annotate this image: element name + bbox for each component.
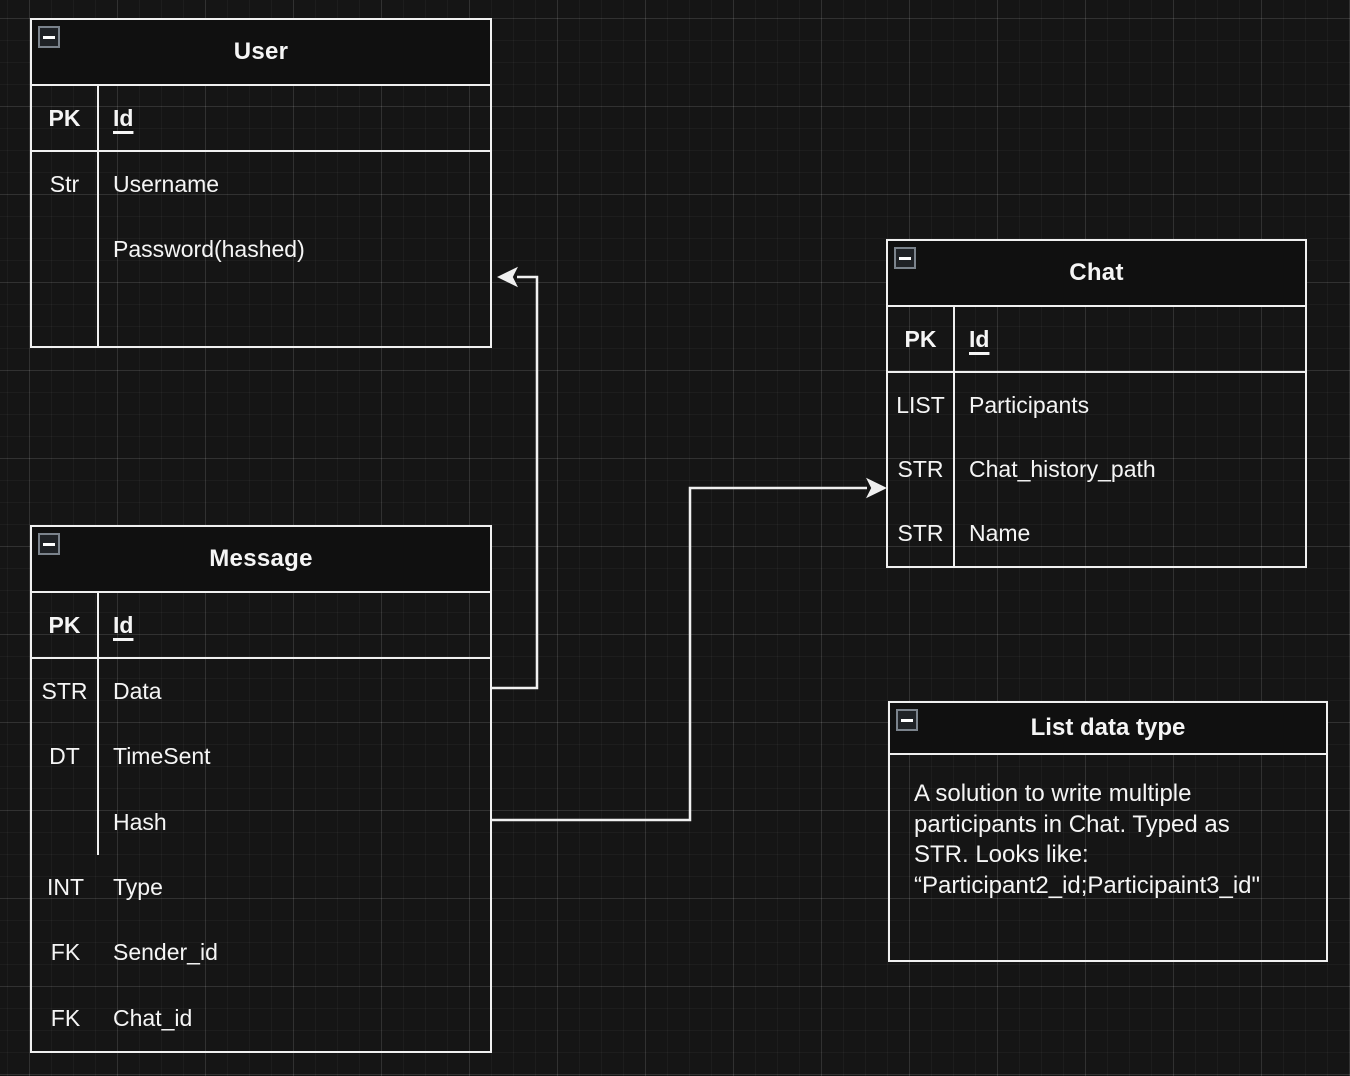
- note-title: List data type: [1030, 714, 1186, 741]
- table-row[interactable]: PK Id: [888, 307, 1305, 373]
- field-type[interactable]: STR: [41, 678, 88, 705]
- entity-message[interactable]: Message PK Id STR DT: [30, 525, 492, 1053]
- entity-user[interactable]: User PK Id Str Usern: [30, 18, 492, 348]
- field-name[interactable]: TimeSent: [113, 743, 211, 770]
- connector-message-chat[interactable]: [492, 486, 867, 822]
- field-name-empty: [99, 281, 490, 346]
- table-row[interactable]: PK Id: [32, 593, 490, 659]
- table-row[interactable]: STR DT Data TimeSent Hash: [32, 659, 490, 855]
- collapse-button[interactable]: [38, 26, 60, 48]
- field-name[interactable]: Type: [113, 874, 163, 901]
- field-name[interactable]: Chat_history_path: [969, 455, 1156, 482]
- field-name[interactable]: Chat_id: [113, 1004, 193, 1031]
- field-name[interactable]: Participants: [969, 391, 1090, 418]
- field-type[interactable]: Str: [49, 170, 80, 197]
- field-name[interactable]: Id: [113, 104, 134, 131]
- field-name[interactable]: Username: [113, 170, 220, 197]
- field-name[interactable]: Hash: [113, 808, 167, 835]
- arrowhead-into-user-icon: [497, 266, 518, 288]
- field-type[interactable]: DT: [49, 743, 80, 770]
- field-type[interactable]: FK: [50, 939, 81, 966]
- field-name[interactable]: Password(hashed): [113, 235, 305, 262]
- field-type[interactable]: PK: [904, 325, 937, 352]
- field-type-empty: [32, 281, 97, 346]
- entity-title: Chat: [1069, 259, 1124, 286]
- table-row[interactable]: INT FK FK Type Sender_id Chat_id: [32, 855, 490, 1051]
- field-name[interactable]: Name: [969, 520, 1031, 547]
- table-row[interactable]: PK Id: [32, 86, 490, 152]
- field-type[interactable]: [32, 217, 97, 282]
- collapse-button[interactable]: [894, 247, 916, 269]
- entity-title: User: [233, 38, 289, 65]
- minus-icon: [901, 718, 913, 722]
- table-row[interactable]: Str Username Password(hashed): [32, 152, 490, 346]
- field-type[interactable]: PK: [48, 611, 81, 638]
- entity-chat-titlebar[interactable]: Chat: [888, 241, 1305, 307]
- minus-icon: [899, 256, 911, 260]
- field-type[interactable]: LIST: [896, 391, 945, 418]
- field-type[interactable]: STR: [897, 520, 944, 547]
- field-type[interactable]: INT: [46, 874, 85, 901]
- minus-icon: [43, 35, 55, 39]
- entity-user-titlebar[interactable]: User: [32, 20, 490, 86]
- collapse-button[interactable]: [896, 709, 918, 731]
- note-body-text: A solution to write multiple participant…: [914, 780, 1261, 899]
- field-type[interactable]: STR: [897, 455, 944, 482]
- field-name[interactable]: Id: [113, 611, 134, 638]
- field-type[interactable]: [32, 790, 97, 855]
- connector-message-user[interactable]: [492, 275, 539, 690]
- entity-title: Message: [209, 545, 313, 572]
- table-row[interactable]: LIST STR STR Participants Chat_history_p…: [888, 373, 1305, 566]
- field-name[interactable]: Data: [113, 678, 162, 705]
- arrowhead-into-chat-icon: [866, 477, 887, 499]
- entity-message-titlebar[interactable]: Message: [32, 527, 490, 593]
- field-name[interactable]: Sender_id: [113, 939, 218, 966]
- collapse-button[interactable]: [38, 533, 60, 555]
- note-titlebar[interactable]: List data type: [890, 703, 1326, 755]
- entity-chat[interactable]: Chat PK Id LIST STR STR: [886, 239, 1307, 568]
- note-list-data-type[interactable]: List data type A solution to write multi…: [888, 701, 1328, 962]
- field-type[interactable]: PK: [48, 104, 81, 131]
- field-name[interactable]: Id: [969, 325, 990, 352]
- minus-icon: [43, 542, 55, 546]
- field-type[interactable]: FK: [50, 1004, 81, 1031]
